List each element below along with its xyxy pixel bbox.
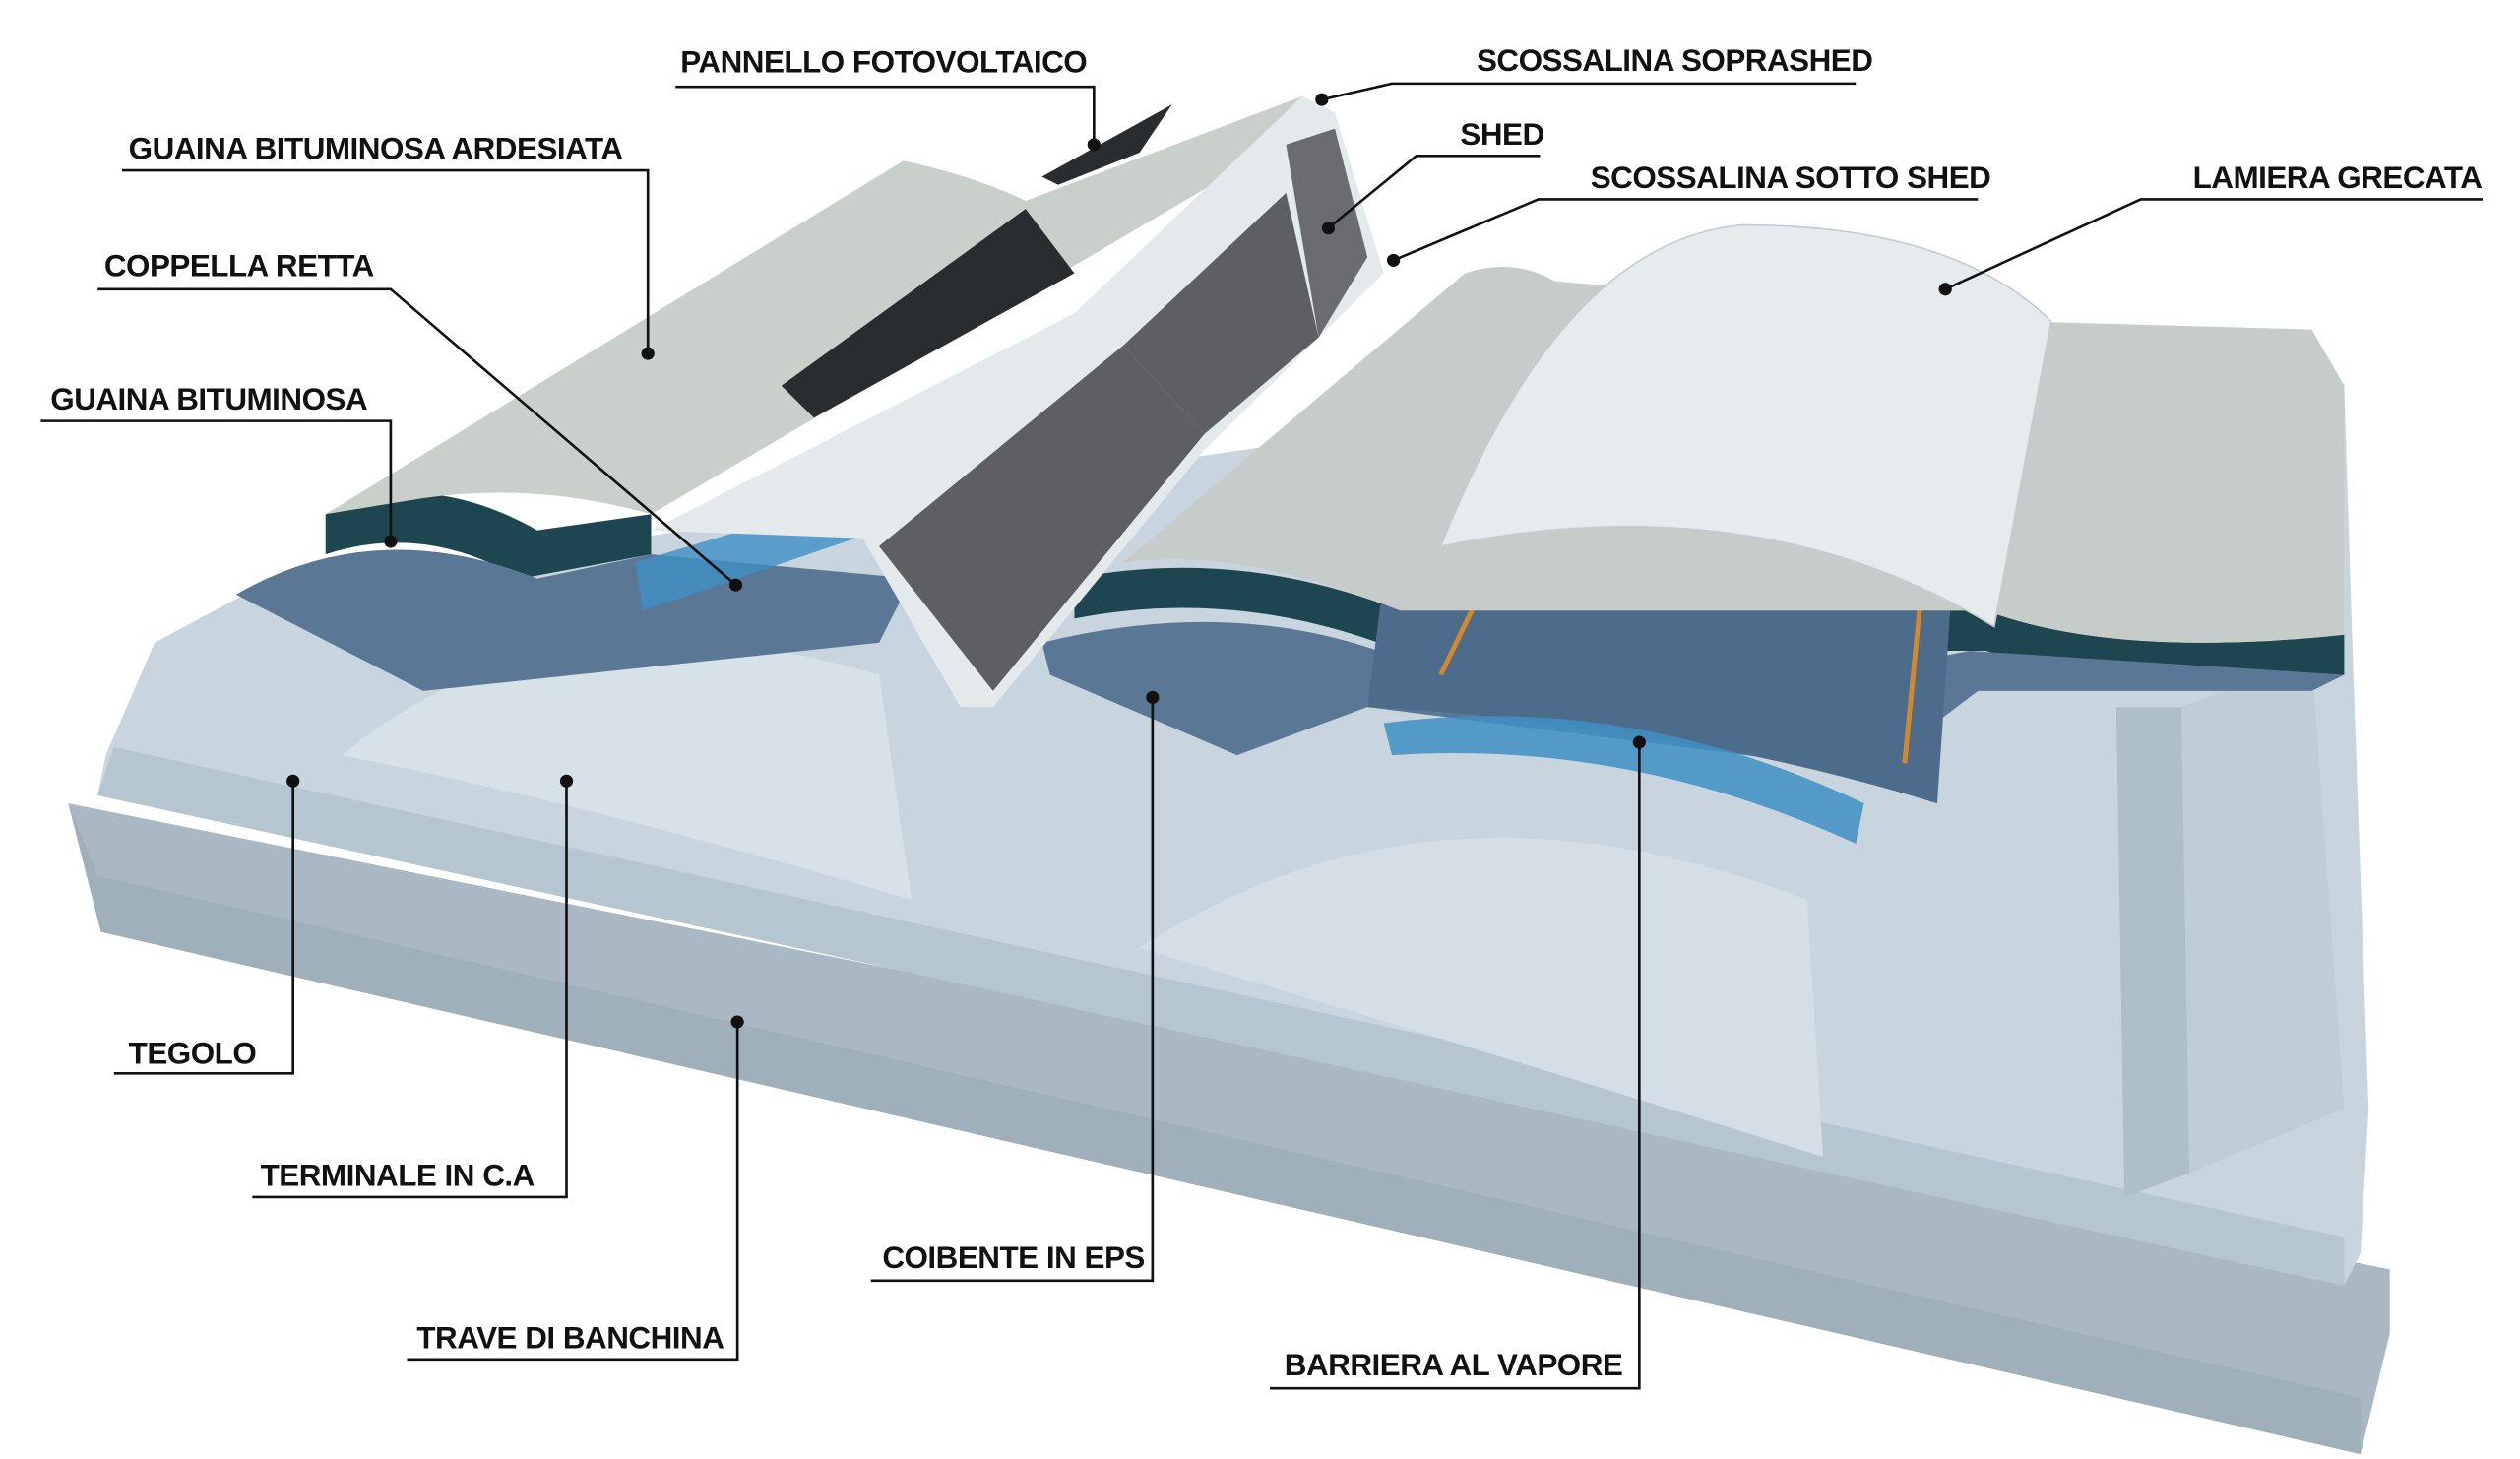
callout-shed: SHED [1321,117,1544,235]
label-terminale-in-ca: TERMINALE IN C.A [261,1159,535,1193]
label-pannello-fotovoltaico: PANNELLO FOTOVOLTAICO [680,45,1087,80]
barriera-vapore-shape [1383,716,1864,844]
label-shed: SHED [1460,117,1544,152]
callout-pannello-fotovoltaico: PANNELLO FOTOVOLTAICO [675,45,1101,152]
callout-scossalina-sotto-shed: SCOSSALINA SOTTO SHED [1386,160,1991,267]
label-coibente-in-eps: COIBENTE IN EPS [882,1240,1145,1275]
shed-shape [651,95,1384,708]
callout-tegolo: TEGOLO [113,774,300,1075]
label-tegolo: TEGOLO [129,1037,257,1071]
callout-guaina-bituminosa: GUAINA BITUMINOSA [40,382,398,548]
label-trave-di-banchina: TRAVE DI BANCHINA [416,1321,724,1356]
label-guaina-bituminosa: GUAINA BITUMINOSA [50,382,367,416]
callout-guaina-bituminosa-ardesiata: GUAINA BITUMINOSA ARDESIATA [122,132,655,360]
label-scossalina-soprashed: SCOSSALINA SOPRASHED [1477,43,1873,78]
lamiera-grecata-shape [1439,223,2052,628]
label-lamiera-grecata: LAMIERA GRECATA [2193,160,2483,195]
label-barriera-al-vapore: BARRIERA AL VAPORE [1285,1348,1623,1382]
callout-barriera-al-vapore: BARRIERA AL VAPORE [1269,735,1646,1390]
label-scossalina-sotto-shed: SCOSSALINA SOTTO SHED [1591,160,1991,195]
callout-coppella-retta: COPPELLA RETTA [97,249,743,592]
callout-lamiera-grecata: LAMIERA GRECATA [1938,160,2483,296]
callout-coibente-in-eps: COIBENTE IN EPS [870,690,1160,1283]
callout-terminale-in-ca: TERMINALE IN C.A [252,774,574,1199]
label-guaina-bituminosa-ardesiata: GUAINA BITUMINOSA ARDESIATA [129,132,623,166]
label-coppella-retta: COPPELLA RETTA [104,249,374,284]
trave-di-banchina-shape [68,803,2390,1455]
callout-trave-di-banchina: TRAVE DI BANCHINA [407,1015,744,1362]
callout-scossalina-soprashed: SCOSSALINA SOPRASHED [1315,43,1873,106]
